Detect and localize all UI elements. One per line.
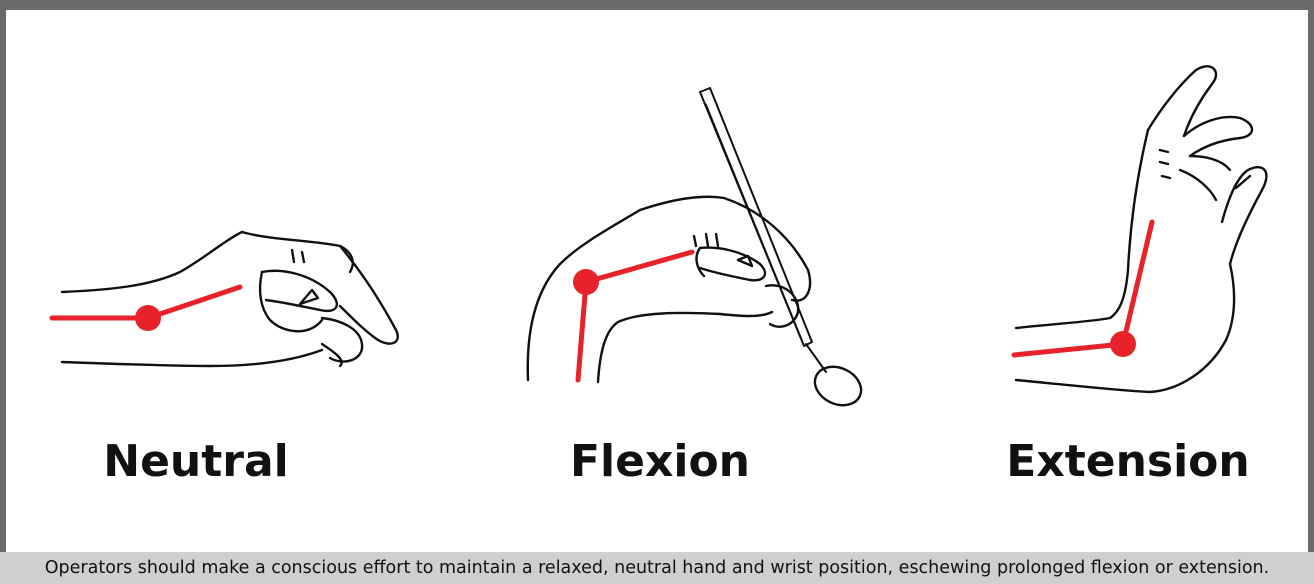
extension-wrist-joint-dot [1110, 331, 1136, 357]
extension-label: Extension [998, 432, 1258, 492]
flexion-angle-indicator [573, 252, 692, 380]
neutral-wrist-joint-dot [135, 305, 161, 331]
neutral-angle-indicator [52, 287, 240, 331]
extension-hand-drawing [1016, 66, 1266, 392]
flexion-label: Flexion [530, 432, 790, 492]
extension-angle-indicator [1014, 222, 1152, 357]
flexion-wrist-joint-dot [573, 269, 599, 295]
neutral-hand-drawing [62, 232, 398, 366]
neutral-label: Neutral [66, 432, 326, 492]
caption-text: Operators should make a conscious effort… [0, 552, 1314, 584]
